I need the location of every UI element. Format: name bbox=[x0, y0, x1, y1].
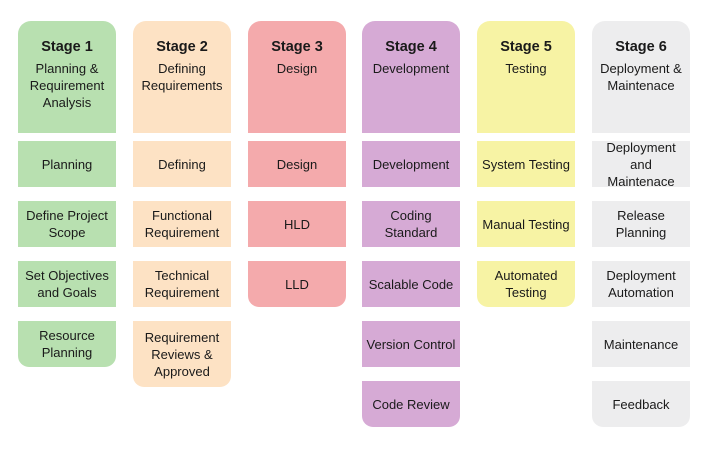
stage-item: Technical Requirement bbox=[133, 261, 231, 307]
stage-item: Define Project Scope bbox=[18, 201, 116, 247]
stage-item: LLD bbox=[248, 261, 346, 307]
stage-number: Stage 5 bbox=[500, 39, 552, 55]
stage-item: Scalable Code bbox=[362, 261, 460, 307]
stage-item: Manual Testing bbox=[477, 201, 575, 247]
stage-header: Stage 5 Testing bbox=[477, 21, 575, 133]
stage-number: Stage 4 bbox=[385, 39, 437, 55]
stage-item: Release Planning bbox=[592, 201, 690, 247]
stage-item: Code Review bbox=[362, 381, 460, 427]
stage-number: Stage 3 bbox=[271, 39, 323, 55]
stage-item: Maintenance bbox=[592, 321, 690, 367]
stage-item: HLD bbox=[248, 201, 346, 247]
stage-title: Deployment & Maintenace bbox=[600, 61, 682, 93]
stage-header: Stage 1 Planning & Requirement Analysis bbox=[18, 21, 116, 133]
stage-item: Deployment and Maintenace bbox=[592, 140, 690, 189]
stage-item: Planning bbox=[18, 141, 116, 187]
stage-item: Resource Planning bbox=[18, 321, 116, 367]
stage-title: Planning & Requirement Analysis bbox=[29, 61, 105, 110]
stage-title: Design bbox=[276, 61, 318, 76]
stage-item: Deployment Automation bbox=[592, 261, 690, 307]
stage-item: Version Control bbox=[362, 321, 460, 367]
stage-item: Design bbox=[248, 141, 346, 187]
stage-item: Defining bbox=[133, 141, 231, 187]
stage-item: Coding Standard bbox=[362, 201, 460, 247]
stage-title: Defining Requirements bbox=[141, 61, 223, 93]
stage-header: Stage 3 Design bbox=[248, 21, 346, 133]
stage-item: Automated Testing bbox=[477, 261, 575, 307]
stage-header: Stage 2 Defining Requirements bbox=[133, 21, 231, 133]
stage-title: Testing bbox=[505, 61, 547, 76]
stage-title: Development bbox=[372, 61, 450, 76]
stage-item: Requirement Reviews & Approved bbox=[133, 321, 231, 387]
stage-header: Stage 6 Deployment & Maintenace bbox=[592, 21, 690, 133]
stage-item: Feedback bbox=[592, 381, 690, 427]
stage-item: Functional Requirement bbox=[133, 201, 231, 247]
stage-number: Stage 2 bbox=[156, 39, 208, 55]
stage-number: Stage 1 bbox=[41, 39, 93, 55]
stage-number: Stage 6 bbox=[615, 39, 667, 55]
stage-item: Set Objectives and Goals bbox=[18, 261, 116, 307]
stage-item: System Testing bbox=[477, 141, 575, 187]
stage-item: Development bbox=[362, 141, 460, 187]
stage-header: Stage 4 Development bbox=[362, 21, 460, 133]
